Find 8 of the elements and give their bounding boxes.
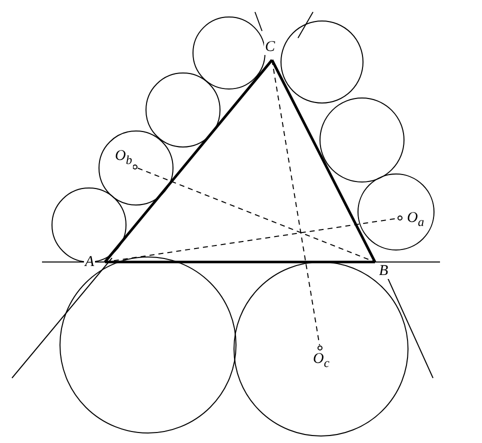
triangle-side — [270, 59, 376, 263]
triangle-side — [105, 260, 375, 264]
triangle-side — [104, 59, 273, 263]
point-label: O$_{b}$ — [114, 149, 134, 168]
dashed-line — [137, 168, 376, 262]
point-label: C — [264, 40, 276, 55]
point-label: B — [378, 264, 390, 279]
dashed-line — [272, 60, 320, 346]
